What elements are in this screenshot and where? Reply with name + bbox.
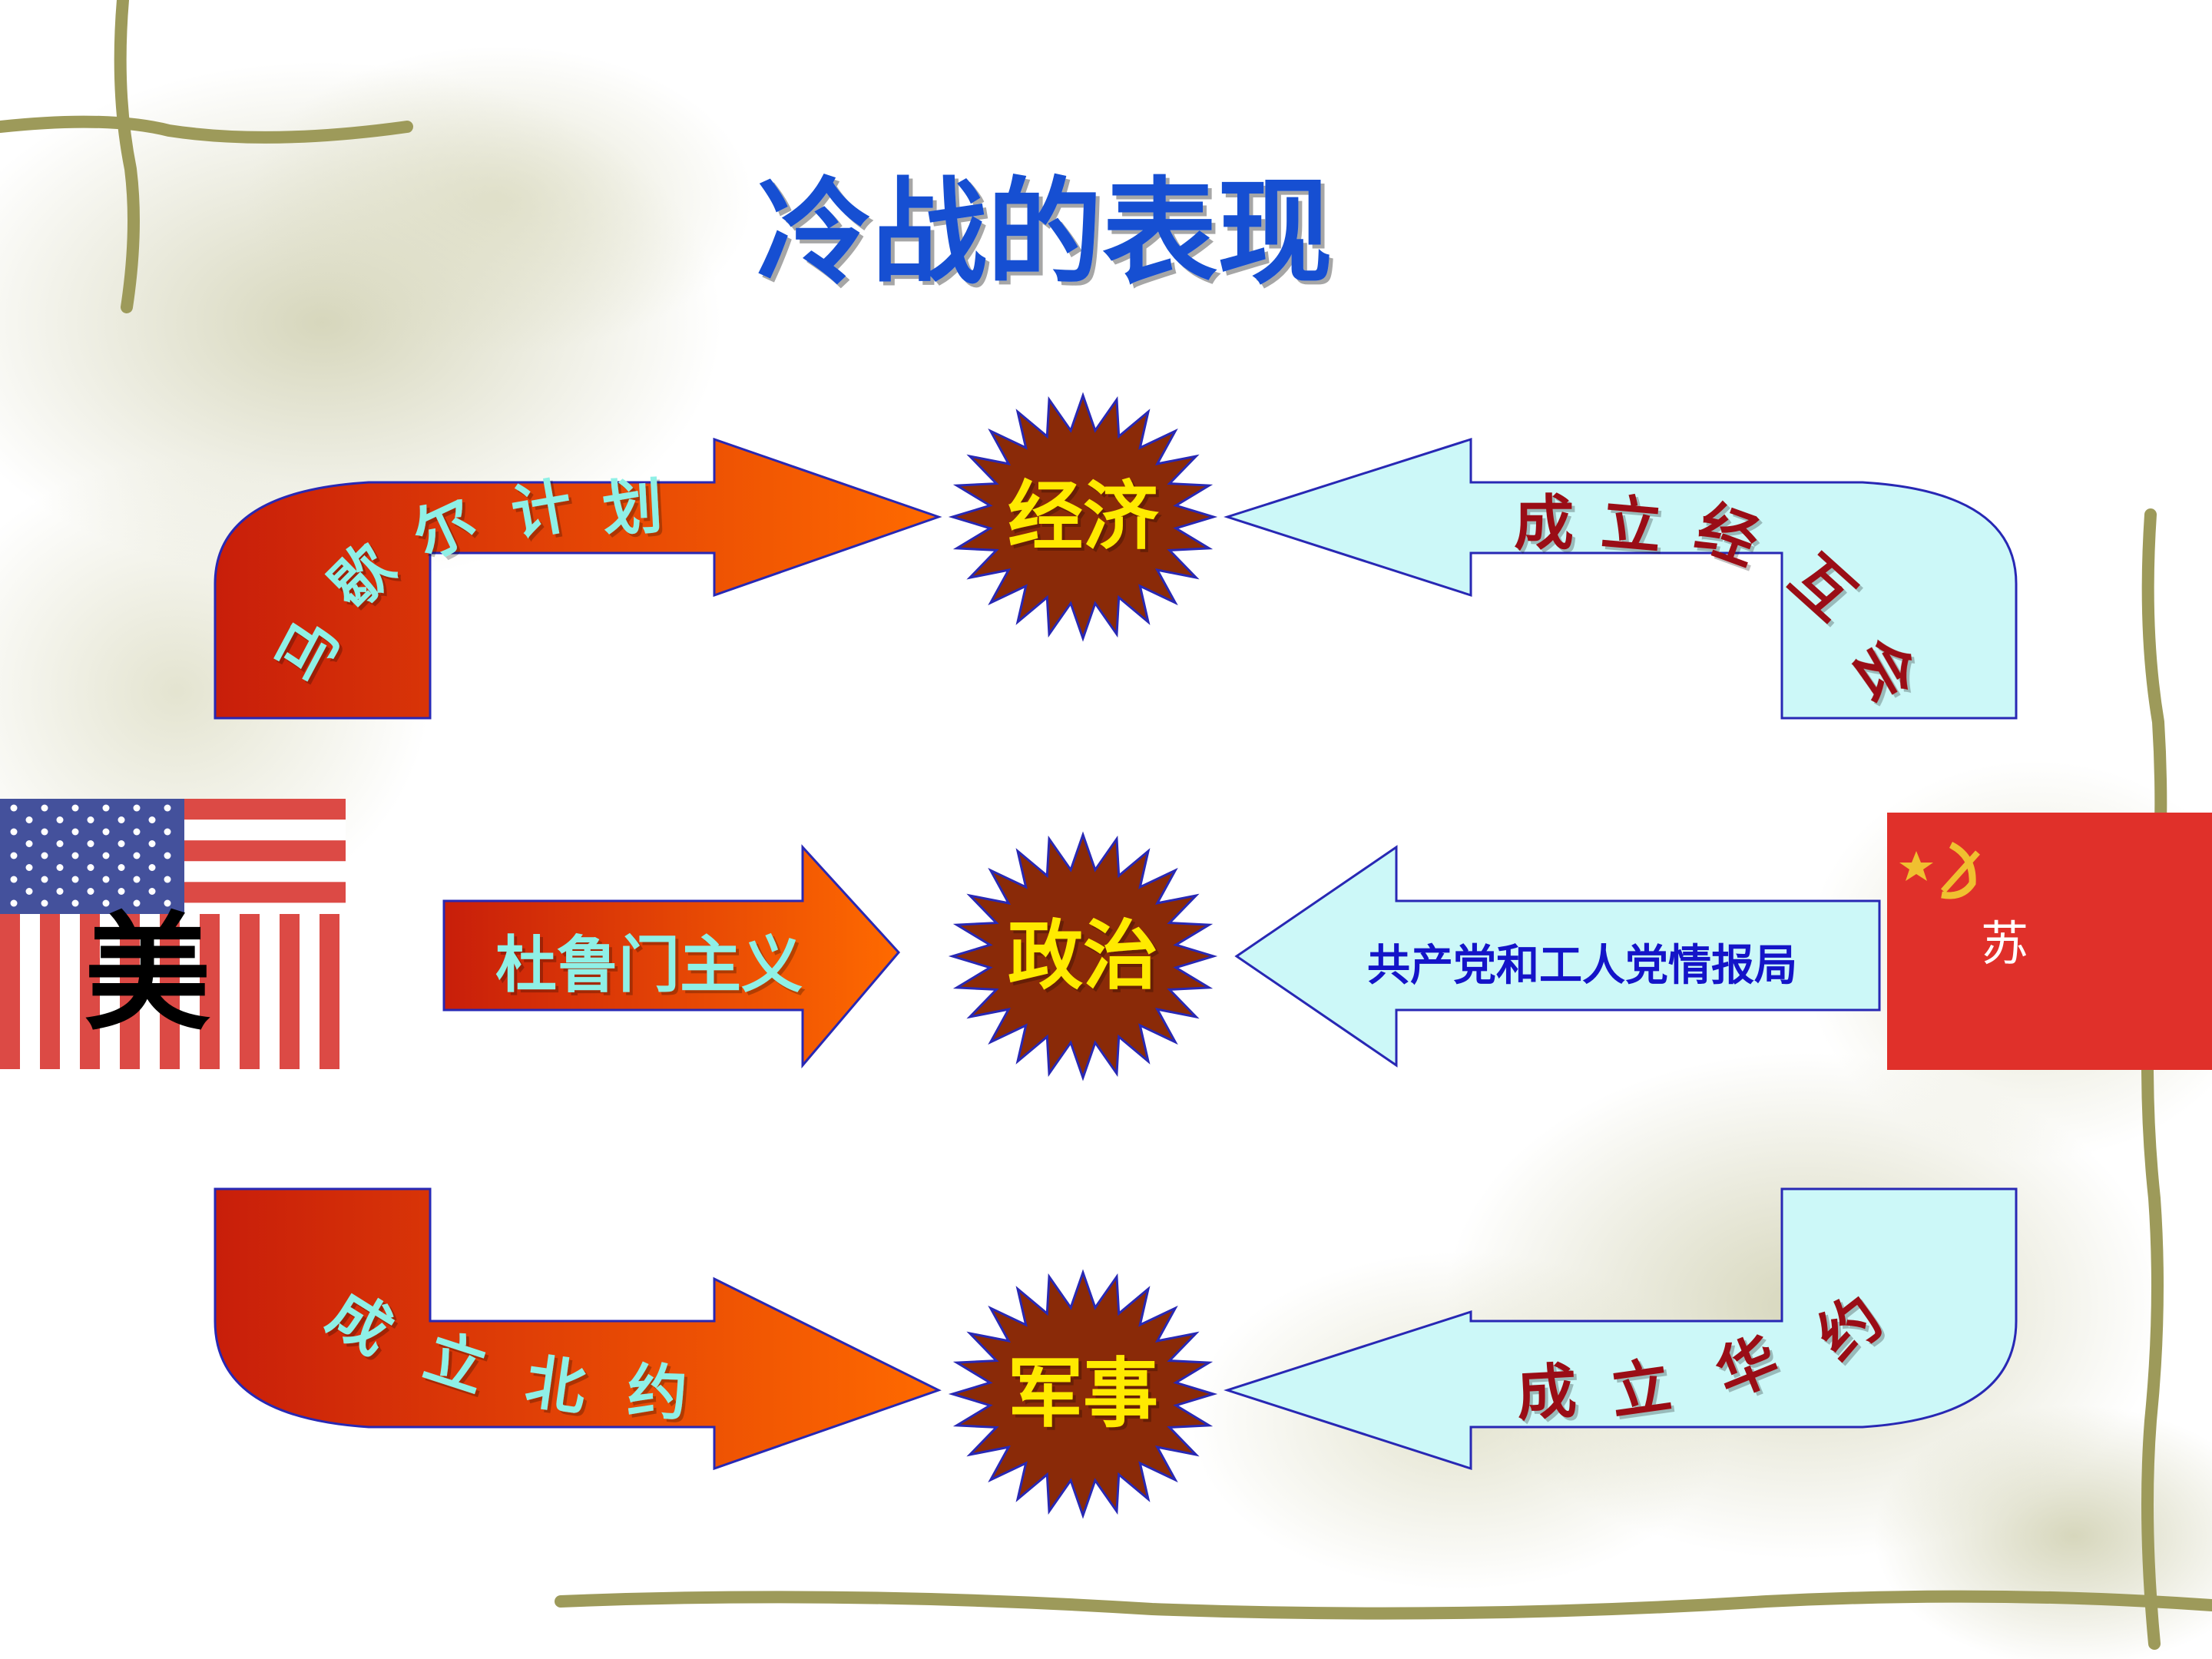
label-glyph: 划 (601, 472, 664, 545)
military-starburst-icon (948, 1269, 1218, 1519)
aspect-label-military: 军事 (1008, 1350, 1158, 1438)
label-glyph: 约 (626, 1358, 688, 1429)
economic-starburst-icon (948, 392, 1218, 642)
aspect-label-political: 政治 (1008, 912, 1158, 1000)
usa-label: 美 (84, 900, 211, 1048)
warsaw-pact-arrow (1224, 1187, 2018, 1471)
truman-doctrine-label: 杜鲁门主义 (495, 929, 803, 1001)
label-glyph: 成 (1515, 1357, 1578, 1429)
aspect-label-economic: 经济 (1008, 473, 1159, 561)
comecon-arrow (1224, 437, 2018, 720)
us-flag-icon (0, 799, 346, 1069)
cominform-label: 共产党和工人党情报局 (1367, 941, 1797, 991)
ussr-label: 苏 (1981, 916, 2028, 972)
cominform-arrow (1234, 845, 1881, 1068)
label-glyph: 成 (1514, 489, 1574, 558)
soviet-flag-icon (1887, 813, 2212, 1070)
marshall-plan-arrow (214, 437, 942, 720)
truman-doctrine-arrow (442, 844, 900, 1069)
label-glyph: 立 (1598, 488, 1664, 562)
political-starburst-icon (948, 831, 1218, 1081)
label-glyph: 计 (506, 471, 577, 549)
label-glyph: 立 (1606, 1351, 1675, 1428)
slide-title: 冷战的表现 (757, 167, 1333, 300)
nato-arrow (214, 1187, 942, 1471)
label-glyph: 北 (522, 1347, 591, 1424)
